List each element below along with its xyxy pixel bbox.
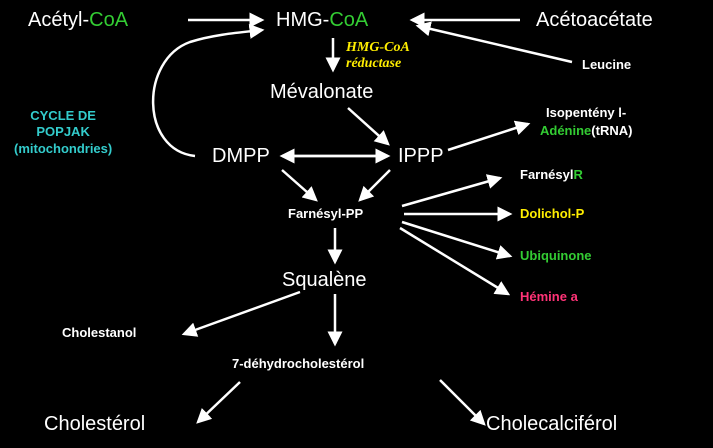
farnesyl-r-text: R [573,167,583,182]
hemine-label: Hémine a [520,289,578,304]
cholestanol-label: Cholestanol [62,325,137,340]
enzyme-line1: HMG-CoA [346,40,410,55]
arrow-farnesyl-to-farnesylr [401,174,503,208]
farnesyl-r-label: FarnésylR [520,168,583,181]
acetyl-coa-label: Acétyl-CoA [28,10,128,30]
acetoacetate-label: Acétoacétate [536,9,653,31]
arrow-ippp-to-farnesyl [358,169,391,202]
enzyme-label: HMG-CoA réductase [346,40,410,72]
ubiquinone-label: Ubiquinone [520,248,592,263]
hmg-coa-text: CoA [329,9,369,31]
arrow-leucine-to-hmg [415,21,573,64]
cycle-line1: CYCLE DE [30,108,96,123]
arrow-cycle-popjak [151,24,265,158]
cycle-line3: (mitochondries) [14,140,113,156]
squalene-label: Squalène [282,269,367,291]
isopentenyl-label: Isopentény l- Adénine(tRNA) [540,104,632,139]
arrow-squalene-to-cholestanol [181,290,301,337]
dolichol-label: Dolichol-P [520,206,585,221]
acetyl-coa-text: CoA [89,9,129,31]
cholesterol-label: Cholestérol [44,413,146,435]
dehydrocholesterol-label: 7-déhydrocholestérol [232,356,365,371]
leucine-label: Leucine [582,57,632,72]
arrow-farnesyl-to-ubiquinone [401,220,513,260]
ippp-label: IPPP [398,145,444,167]
arrow-dehydro-to-cholesterol [196,381,241,424]
farnesyl-pp-label: Farnésyl-PP [288,206,364,221]
arrow-dmpp-to-farnesyl [281,169,318,202]
arrow-farnesyl-to-hemine [399,226,511,296]
acetyl-text: Acétyl- [28,9,90,31]
isopentenyl-line1: Isopentény l- [546,105,627,120]
adenine-text: Adénine [540,122,592,138]
farnesyl-text: Farnésyl [520,167,574,182]
hmg-coa-label: HMG-CoA [276,10,368,30]
arrow-dehydro-to-cholecalciferol [439,379,486,426]
enzyme-line2: réductase [346,56,402,72]
mevalonate-label: Mévalonate [270,81,374,103]
arrow-ippp-to-isopentenyl [447,120,531,152]
dmpp-label: DMPP [212,145,270,167]
arrow-mevalonate-to-ippp [347,107,390,146]
cholecalciferol-label: Cholecalciférol [486,413,618,435]
cycle-popjak-label: CYCLE DE POPJAK (mitochondries) [14,108,112,157]
hmg-text: HMG- [276,9,330,31]
trna-text: (tRNA) [591,122,633,138]
cycle-line2: POPJAK [36,124,90,140]
